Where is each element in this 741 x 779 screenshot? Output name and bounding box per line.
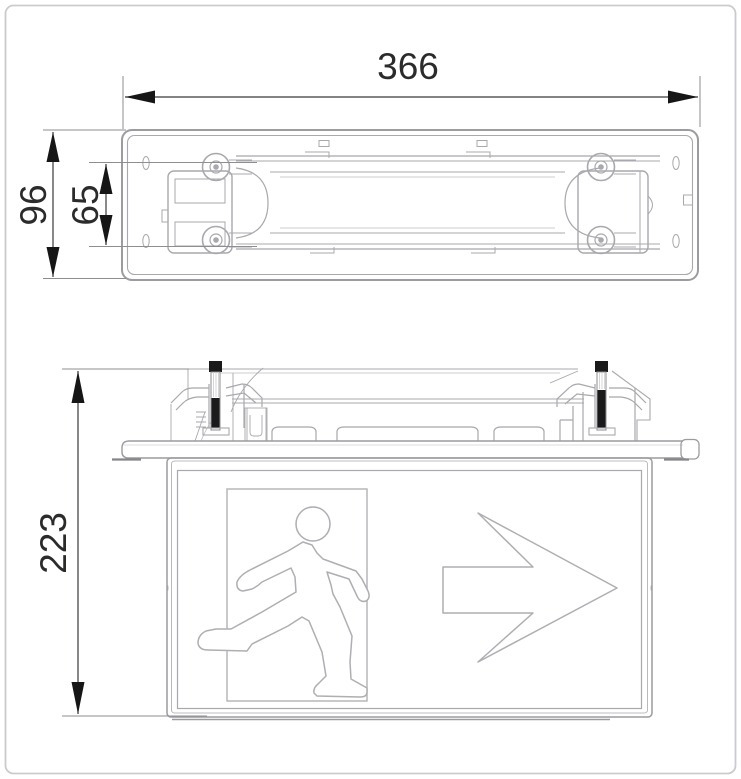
- dimension-height: 96: [13, 129, 126, 279]
- running-man-body: [197, 541, 370, 698]
- bracket-detail: [639, 171, 653, 253]
- ceiling-flange: [112, 438, 700, 461]
- arrowhead-down: [71, 682, 85, 714]
- extension-lines: [43, 129, 126, 279]
- tube-clips: [305, 151, 496, 254]
- dimension-label-height: 96: [13, 184, 54, 225]
- tube-reflector-lines: [280, 176, 555, 229]
- arrowhead-down: [46, 247, 60, 277]
- boss-tab: [614, 232, 636, 248]
- cable-entry-notch: [683, 194, 693, 206]
- tube-inner-lines: [236, 160, 660, 245]
- clamp-base: [588, 427, 616, 436]
- housing-feet: [271, 426, 545, 441]
- clamp-base: [202, 427, 230, 436]
- panel-outer-outline: [166, 457, 653, 718]
- running-man-head: [295, 506, 331, 542]
- dimension-label-front-height: 223: [33, 512, 74, 574]
- arrowhead-up: [71, 371, 85, 403]
- panel-second-outline: [171, 460, 648, 714]
- housing-right-step: [611, 370, 651, 441]
- boss-hole: [598, 164, 604, 170]
- bracket-outline: [577, 170, 649, 254]
- extension-lines: [122, 76, 701, 129]
- tube-outer-lines: [236, 155, 660, 250]
- boss-outline: [586, 152, 616, 182]
- extension-lines: [89, 162, 257, 247]
- stud-thread-lines: [213, 373, 219, 397]
- flange-end-cap: [680, 438, 700, 460]
- clamp-wings: [170, 383, 263, 428]
- stud-lower: [597, 390, 606, 428]
- extension-lines: [62, 368, 207, 717]
- stud-cap: [209, 361, 222, 372]
- page-frame: [4, 4, 737, 775]
- clamp-wings: [556, 383, 647, 441]
- slot-oval: [672, 234, 680, 248]
- mounting-boss: [586, 152, 636, 182]
- dimension-label-width: 366: [377, 46, 439, 87]
- stud-thread-lines: [599, 373, 605, 389]
- top-view: 366 96 65: [13, 46, 701, 281]
- boss-tab: [229, 159, 252, 175]
- arrowhead-down: [99, 215, 113, 245]
- panel-side-notches: [166, 582, 653, 594]
- dimension-inner-height: 65: [65, 162, 257, 247]
- gear-bracket-right: [577, 170, 653, 254]
- running-man-exit-pictogram: [197, 488, 370, 702]
- panel-face-frame: [176, 469, 643, 710]
- tube-dome-right: [564, 167, 601, 239]
- arrowhead-up: [46, 132, 60, 162]
- stud-lower: [211, 398, 220, 428]
- slot-oval: [142, 234, 150, 248]
- spring-clamp-right: [556, 361, 647, 441]
- dimension-label-inner-height: 65: [65, 184, 106, 225]
- dimension-front-height: 223: [33, 368, 207, 717]
- slot-oval: [672, 156, 680, 170]
- plate-top-slots: [318, 140, 488, 147]
- spring-clamp-left: [170, 361, 263, 442]
- mounting-boss: [201, 152, 252, 182]
- tube-dome-left: [235, 167, 269, 239]
- dimension-width: 366: [122, 46, 701, 129]
- boss-ring: [594, 233, 608, 247]
- boss-hole: [598, 237, 604, 243]
- boss-tab: [614, 159, 636, 175]
- lamp-tube: [235, 151, 660, 254]
- stud-cap: [595, 361, 608, 372]
- arrowhead-right: [668, 90, 698, 104]
- boss-outline: [201, 152, 231, 182]
- boss-ring: [209, 160, 223, 174]
- arrowhead-left: [125, 90, 155, 104]
- latch-detail: [196, 408, 267, 441]
- base-plate-outer-outline: [121, 129, 699, 281]
- exit-sign-panel: [166, 457, 653, 721]
- boss-hole: [213, 164, 219, 170]
- arrow-right-pictogram: [442, 512, 618, 663]
- boss-hole: [213, 237, 219, 243]
- flange-outline: [121, 440, 683, 459]
- arrow-right-outline: [442, 512, 618, 663]
- front-view: 223: [33, 361, 700, 721]
- arrowhead-up: [99, 164, 113, 194]
